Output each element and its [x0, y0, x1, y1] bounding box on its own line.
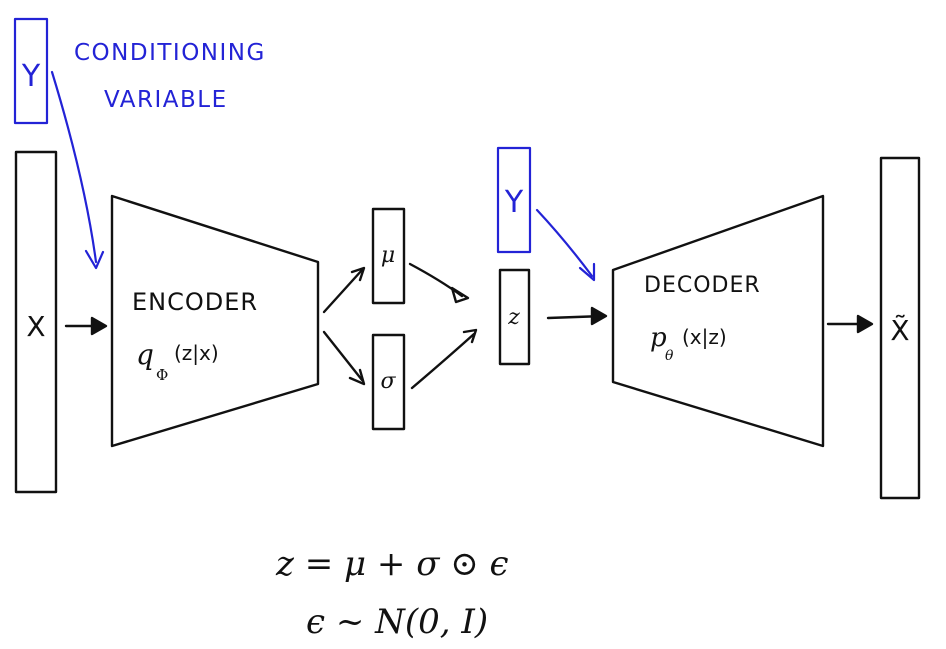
decoder-dist-args: (x|z) [682, 325, 727, 349]
z-box [498, 268, 531, 366]
conditioning-arrowhead-encoder [84, 249, 105, 270]
decoder-dist-symbol: p [650, 323, 667, 353]
arrow-mu-to-z [408, 262, 464, 298]
output-box [879, 156, 921, 500]
encoder-shape [110, 194, 320, 448]
conditioning-box-mid [496, 146, 532, 254]
output-label: X̃ [890, 314, 909, 347]
arrow-sigma-to-z [410, 332, 476, 390]
encoder: ENCODER q Φ (z|x) [110, 194, 320, 448]
arrowhead-z-to-decoder [590, 306, 608, 326]
encoder-title: ENCODER [132, 288, 258, 316]
arrowhead-decoder-to-output [856, 314, 874, 334]
decoder-dist-subscript: θ [665, 348, 674, 364]
conditioning-arrowhead-decoder [578, 262, 596, 282]
conditioning-arrow-to-decoder [535, 208, 594, 278]
arrowhead-x-to-encoder [90, 316, 108, 336]
conditioning-symbol-top: Y [21, 59, 41, 94]
z-label: z [507, 305, 520, 330]
arrowhead-mu-to-z [450, 286, 470, 304]
arrowhead-sigma-to-z [462, 328, 478, 344]
conditioning-caption-line2: VARIABLE [104, 87, 228, 113]
encoder-dist-args: (z|x) [174, 341, 219, 365]
conditioning-variable-mid: Y [496, 146, 596, 282]
arrow-encoder-to-mu [322, 268, 364, 314]
conditioning-arrow-to-encoder [50, 70, 98, 264]
mu-box-group: μ [371, 207, 406, 305]
output-x-tilde: X̃ [879, 156, 921, 500]
conditioning-variable-top: Y CONDITIONING VARIABLE [13, 17, 266, 270]
mu-label: μ [381, 243, 395, 268]
decoder-shape [611, 194, 825, 448]
mu-box [371, 207, 406, 305]
arrow-encoder-to-sigma [322, 330, 364, 382]
equations: z = μ + σ ⊙ ϵ ϵ ~ N(0, I) [275, 544, 509, 642]
encoder-dist-subscript: Φ [156, 366, 168, 384]
conditioning-box-top [13, 17, 49, 125]
input-x: X [14, 150, 108, 494]
arrowhead-encoder-to-sigma [348, 368, 366, 386]
input-x-box [14, 150, 58, 494]
sigma-box-group: σ [371, 333, 406, 431]
decoder-title: DECODER [644, 273, 761, 298]
reparameterization-equation: z = μ + σ ⊙ ϵ [275, 544, 509, 584]
z-box-group: z [498, 268, 531, 366]
decoder: DECODER p θ (x|z) [611, 194, 825, 448]
sigma-box [371, 333, 406, 431]
conditioning-caption-line1: CONDITIONING [74, 40, 266, 66]
encoder-dist-symbol: q [136, 338, 154, 371]
input-x-label: X [26, 310, 45, 343]
sigma-label: σ [380, 369, 396, 394]
conditioning-symbol-mid: Y [504, 185, 524, 220]
noise-distribution-equation: ϵ ~ N(0, I) [306, 602, 488, 642]
arrowhead-encoder-to-mu [350, 266, 366, 282]
